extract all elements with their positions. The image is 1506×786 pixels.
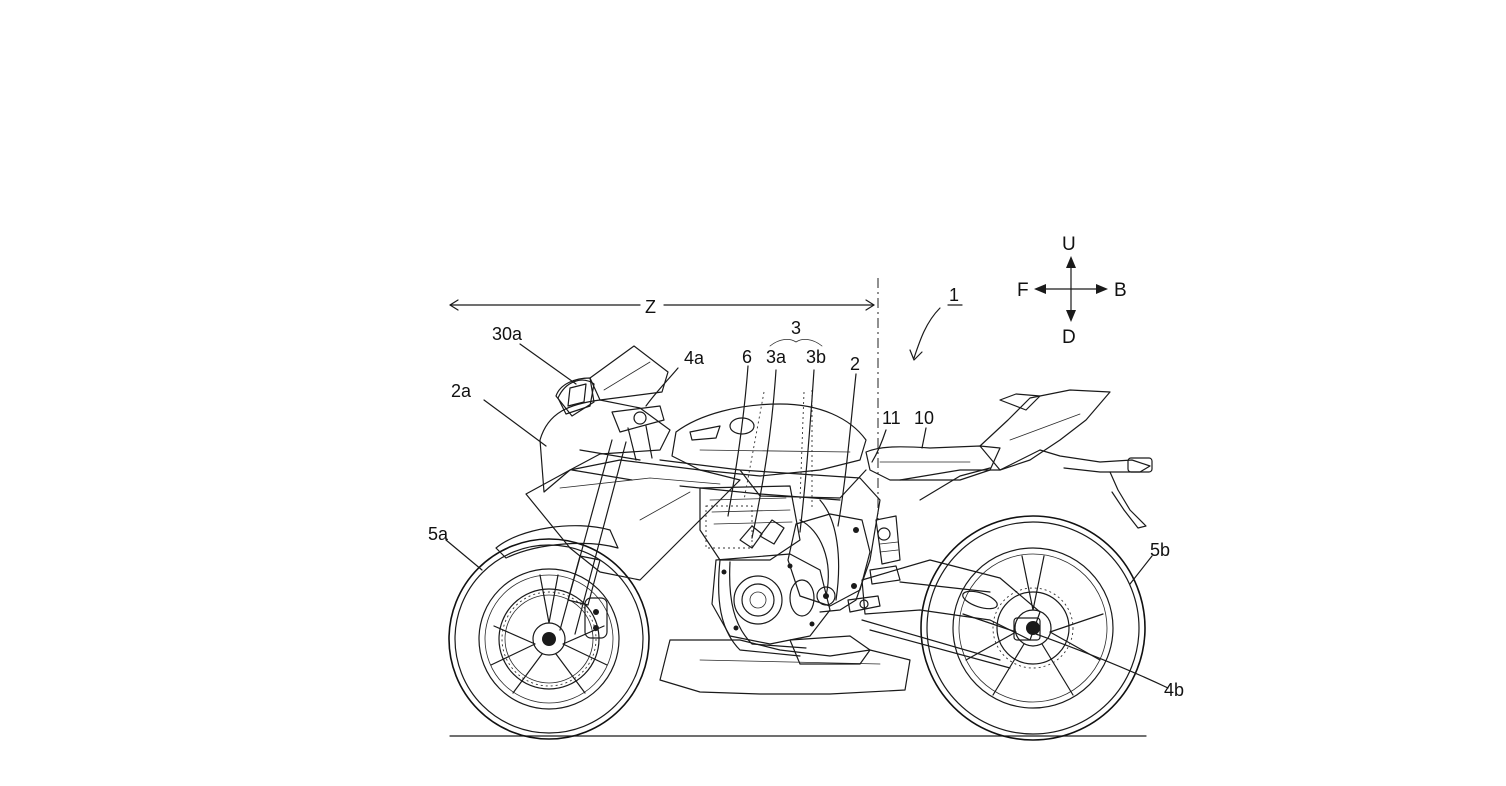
swingarm — [861, 559, 1041, 669]
front-fork — [559, 439, 641, 635]
seat — [865, 445, 1001, 481]
frame — [659, 459, 881, 613]
direction-back-label: B — [1114, 280, 1127, 301]
label-4b: 4b — [1164, 680, 1184, 700]
label-10: 10 — [914, 408, 934, 428]
label-11: 11 — [882, 408, 901, 428]
front-fender — [495, 525, 619, 559]
label-3: 3 — [791, 318, 801, 338]
label-2a: 2a — [451, 381, 472, 401]
label-3a: 3a — [766, 347, 787, 367]
rear-shock — [875, 515, 901, 565]
footpeg — [847, 565, 901, 613]
label-3b: 3b — [806, 347, 826, 367]
label-5a: 5a — [428, 524, 449, 544]
engine — [699, 390, 871, 665]
rear-wheel — [920, 515, 1146, 741]
tail-section — [899, 389, 1153, 529]
direction-front-label: F — [1017, 280, 1029, 301]
label-4a: 4a — [684, 348, 705, 368]
fuel-tank — [671, 403, 867, 499]
label-z: Z — [645, 297, 656, 317]
label-5b: 5b — [1150, 540, 1170, 560]
handlebar — [611, 405, 665, 461]
leader-lines — [445, 338, 1169, 689]
reference-vehicle: 1 — [909, 285, 963, 361]
label-30a: 30a — [492, 324, 523, 344]
front-wheel — [448, 538, 650, 740]
direction-indicator: U D F B — [1017, 234, 1127, 348]
label-6: 6 — [742, 347, 752, 367]
dimension-z: Z — [449, 278, 879, 520]
label-1: 1 — [949, 285, 959, 305]
direction-up-label: U — [1062, 234, 1076, 255]
label-2: 2 — [850, 354, 860, 374]
mirror — [557, 379, 595, 415]
front-cowl — [525, 345, 911, 695]
reference-labels: 30a 2a 4a 6 3a 3b 3 2 11 10 5a 5b 4b — [428, 318, 1184, 700]
direction-down-label: D — [1062, 327, 1076, 348]
